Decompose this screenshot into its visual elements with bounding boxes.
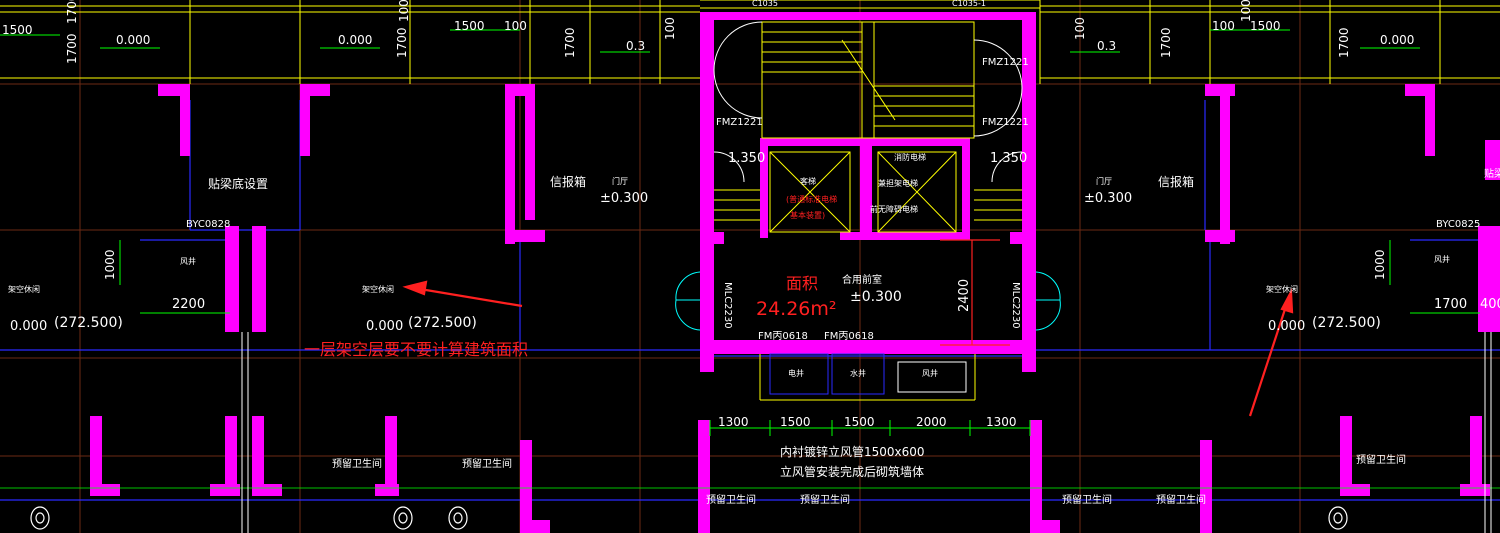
dim-1700-right: 1700 (1434, 297, 1468, 312)
dim-left-1700b: 1700 (65, 0, 79, 24)
toilet-fixtures (30, 506, 1348, 530)
elev-1350-right: 1.350 (990, 151, 1028, 166)
elevator-right-sub: 兼担架电梯 (878, 179, 918, 188)
door-mlc-right: MLC2230 (1010, 282, 1021, 329)
bath-label-6: 预留卫生间 (1156, 495, 1206, 506)
dim-2200: 2200 (172, 297, 206, 312)
open-space-a: 架空休闲 (8, 285, 40, 294)
bottom-dim-3: 1500 (844, 415, 875, 429)
bottom-dim-1: 1300 (718, 415, 749, 429)
bottom-dim-5: 1300 (986, 415, 1017, 429)
dim-1000-left: 1000 (103, 249, 117, 280)
dim-1500b: 1500 (1250, 19, 1281, 33)
elev-0-b: 0.000 (338, 33, 373, 47)
open-space-right: 架空休闲 (1266, 285, 1298, 294)
bath-label-4: 预留卫生间 (800, 495, 850, 506)
elev-left-a: 0.000 (10, 319, 48, 334)
dim-1500: 1500 (454, 19, 485, 33)
dim-100f: 100 (1239, 0, 1253, 22)
mailbox-right: 信报箱 (1158, 175, 1195, 189)
dim-left-1700a: 1700 (65, 33, 79, 64)
hatch-columns (241, 332, 1492, 533)
elev-0-3b: 0.3 (1097, 39, 1117, 53)
beam-note: 贴梁底设置 (208, 177, 269, 191)
bath-label-5: 预留卫生间 (1062, 495, 1112, 506)
bath-label-7: 预留卫生间 (1356, 455, 1406, 466)
bottom-dimension-lines (0, 240, 1500, 489)
window-label-a: C1035 (752, 0, 778, 8)
door-fm-a: FM丙0618 (758, 331, 808, 342)
door-label-fmz-tr: FMZ1221 (982, 57, 1029, 68)
elev-left-b: 0.000 (366, 319, 404, 334)
magenta-walls (90, 12, 1500, 533)
dim-400-right: 400 (1480, 297, 1500, 312)
entrance-right: 门厅 (1096, 177, 1112, 186)
entrance-left: 门厅 (612, 177, 628, 186)
dim-1000-right: 1000 (1373, 249, 1387, 280)
elev-1350-left: 1.350 (728, 151, 766, 166)
top-dimension-lines (0, 29, 1420, 53)
cyan-doors (675, 271, 1061, 395)
edge-text-right: 贴梁 (1484, 169, 1500, 180)
window-code-left: BYC0828 (186, 219, 231, 230)
lobby-elevation: ±0.300 (850, 289, 902, 305)
shaft-right: 风井 (1434, 255, 1450, 264)
elevator-right-note: 前无障碍电梯 (870, 205, 918, 214)
dim-100e: 100 (1212, 19, 1235, 33)
stair-lines (714, 21, 1022, 401)
window-code-right: BYC0825 (1436, 219, 1481, 230)
door-mlc-left: MLC2230 (722, 282, 733, 329)
dim-100c: 100 (663, 17, 677, 40)
dim-1700e: 1700 (1159, 27, 1173, 58)
bath-label-1: 预留卫生间 (332, 459, 382, 470)
door-swings (713, 21, 1023, 183)
elevator-left-note2: 基本装置) (790, 211, 826, 220)
shaft-left: 风井 (180, 257, 196, 266)
level-left-a: (272.500) (54, 315, 123, 331)
elevator-right-title: 消防电梯 (894, 153, 926, 162)
shaft-elec: 电井 (788, 369, 804, 378)
door-label-fmz-l: FMZ1221 (716, 117, 763, 128)
elev-0-a: 0.000 (116, 33, 151, 47)
red-dimension (940, 239, 1010, 346)
open-space-b: 架空休闲 (362, 285, 394, 294)
door-fm-b: FM丙0618 (824, 331, 874, 342)
level-right: (272.500) (1312, 315, 1381, 331)
dim-1700c: 1700 (395, 27, 409, 58)
entrance-left-elev: ±0.300 (600, 191, 649, 206)
shaft-water: 水井 (850, 369, 866, 378)
red-arrows (402, 280, 1294, 417)
elevator-left-note1: (普通标准电梯 (786, 195, 838, 204)
dim-1700f: 1700 (1337, 27, 1351, 58)
dim-100a: 100 (504, 19, 527, 33)
dim-100b: 100 (397, 0, 411, 22)
bath-label-2: 预留卫生间 (462, 459, 512, 470)
elev-right: 0.000 (1268, 319, 1306, 334)
dim-100d: 100 (1073, 17, 1087, 40)
shaft-air: 风井 (922, 369, 938, 378)
elevator-left-title: 客梯 (800, 177, 816, 186)
elev-0-c: 0.000 (1380, 33, 1415, 47)
entrance-right-elev: ±0.300 (1084, 191, 1133, 206)
mailbox-left: 信报箱 (550, 175, 587, 189)
duct-note-2: 立风管安装完成后砌筑墙体 (780, 465, 925, 479)
dim-1700d: 1700 (563, 27, 577, 58)
area-value: 24.26m² (756, 298, 837, 320)
dim-left-1500: 1500 (2, 23, 33, 37)
window-label-b: C1035-1 (952, 0, 986, 8)
annotation-question: 一层架空层要不要计算建筑面积 (304, 340, 529, 359)
bath-label-3: 预留卫生间 (706, 495, 756, 506)
door-label-fmz-r: FMZ1221 (982, 117, 1029, 128)
bottom-dim-2: 1500 (780, 415, 811, 429)
bottom-dim-4: 2000 (916, 415, 947, 429)
level-left-b: (272.500) (408, 315, 477, 331)
duct-note-1: 内衬镀锌立风管1500x600 (780, 445, 925, 459)
dim-2400: 2400 (957, 278, 972, 312)
top-balcony-lines (0, 0, 1500, 84)
elev-0-3a: 0.3 (626, 39, 646, 53)
area-label: 面积 (786, 274, 819, 293)
lobby-label: 合用前室 (842, 275, 882, 286)
